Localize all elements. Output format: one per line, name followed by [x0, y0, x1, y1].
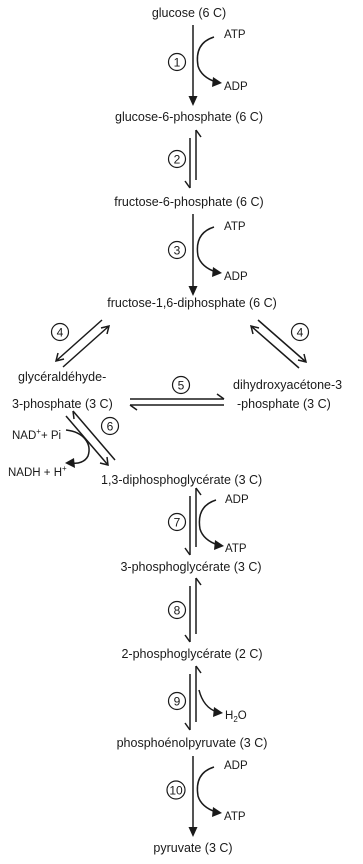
step-2-number: 2	[174, 152, 181, 166]
barb-step-7-down	[184, 547, 191, 556]
arrowhead-step-1	[188, 96, 198, 106]
step-2-circle	[167, 149, 187, 169]
cofactor-adp-step-10: ADP	[224, 760, 248, 772]
step-3-circle	[167, 240, 187, 260]
barb-step-9-down	[184, 722, 191, 731]
label-pyruvate: pyruvate (3 C)	[153, 841, 232, 855]
cofactor-arrowhead-step-3	[212, 267, 222, 277]
label-dihydroxyacetone-line1: dihydroxyacétone-3	[233, 378, 342, 392]
arrowhead-step-3	[188, 286, 198, 296]
cofactor-nad: NAD++ Pi	[12, 427, 61, 442]
arrow-step-4-left-up	[62, 325, 110, 368]
arrow-step-4-right-up	[250, 325, 300, 369]
step-4-right-circle	[290, 322, 310, 342]
step-4-right-number: 4	[297, 325, 304, 339]
label-fructose-6-phosphate: fructose-6-phosphate (6 C)	[114, 195, 263, 209]
step-6-circle	[100, 416, 120, 436]
cofactor-arrowhead-step-9	[213, 707, 223, 717]
barb-step-5-left	[129, 404, 138, 411]
step-7-circle	[167, 512, 187, 532]
cofactor-adp-step-7: ADP	[225, 494, 249, 506]
cofactor-curve-step-1	[196, 36, 217, 83]
barb-step-8-up	[195, 577, 202, 586]
barb-step-4-left-down	[54, 352, 65, 363]
barb-step-2-up	[195, 129, 202, 138]
cofactor-atp-step-10: ATP	[224, 811, 246, 823]
step-8-circle	[167, 600, 187, 620]
cofactor-curve-step-6	[65, 429, 90, 464]
step-5-circle	[171, 375, 191, 395]
label-glyceraldehyde-line2: 3-phosphate (3 C)	[12, 397, 113, 411]
step-5-number: 5	[178, 378, 185, 392]
arrow-step-6-up	[72, 410, 116, 461]
step-1-circle	[167, 52, 187, 72]
label-dihydroxyacetone-line2: -phosphate (3 C)	[237, 397, 331, 411]
cofactor-curve-step-7	[198, 499, 219, 546]
cofactor-arrowhead-step-1	[212, 77, 222, 87]
cofactor-arrowhead-step-6	[65, 458, 75, 468]
step-9-circle	[167, 691, 187, 711]
cofactor-water: H2O	[225, 710, 247, 724]
step-10-number: 10	[169, 783, 183, 797]
step-1-number: 1	[174, 55, 181, 69]
barb-step-4-right-down	[297, 353, 308, 364]
label-glucose-6-phosphate: glucose-6-phosphate (6 C)	[115, 110, 263, 124]
arrow-step-4-left-down	[55, 319, 103, 362]
step-7-number: 7	[174, 515, 181, 529]
label-2-phosphoglycerate: 2-phosphoglycérate (2 C)	[121, 647, 262, 661]
cofactor-curve-step-3	[196, 226, 217, 273]
label-glucose: glucose (6 C)	[152, 6, 226, 20]
barb-step-7-up	[195, 487, 202, 496]
step-4-left-circle	[50, 322, 70, 342]
barb-step-4-left-up	[100, 324, 111, 335]
label-1-3-diphosphoglycerate: 1,3-diphosphoglycérate (3 C)	[101, 473, 262, 487]
cofactor-nadh: NADH + H+	[8, 464, 67, 479]
barb-step-9-up	[195, 665, 202, 674]
barb-step-8-down	[184, 634, 191, 643]
cofactor-atp-step-7: ATP	[225, 543, 247, 555]
step-6-number: 6	[107, 419, 114, 433]
arrowhead-step-10	[188, 827, 198, 837]
arrow-step-4-right-down	[257, 319, 307, 363]
barb-step-6-up	[72, 410, 75, 420]
step-3-number: 3	[174, 243, 181, 257]
label-phosphoenolpyruvate: phosphoénolpyruvate (3 C)	[117, 736, 268, 750]
cofactor-adp-step-3: ADP	[224, 271, 248, 283]
cofactor-atp-step-1: ATP	[224, 29, 246, 41]
step-8-number: 8	[174, 603, 181, 617]
label-3-phosphoglycerate: 3-phosphoglycérate (3 C)	[120, 560, 261, 574]
barb-step-2-down	[184, 180, 191, 189]
cofactor-curve-step-10	[196, 766, 217, 813]
label-fructose-1-6-diphosphate: fructose-1,6-diphosphate (6 C)	[107, 296, 277, 310]
step-4-left-number: 4	[57, 325, 64, 339]
cofactor-atp-step-3: ATP	[224, 221, 246, 233]
barb-step-5-right	[216, 393, 225, 400]
cofactor-arrowhead-step-10	[212, 807, 222, 817]
barb-step-6-down	[99, 456, 109, 466]
label-glyceraldehyde-line1: glycéraldéhyde-	[18, 370, 106, 384]
cofactor-arrowhead-step-7	[214, 540, 224, 550]
step-10-circle	[166, 780, 186, 800]
barb-step-4-right-up	[249, 324, 260, 335]
cofactor-adp-step-1: ADP	[224, 81, 248, 93]
step-9-number: 9	[174, 694, 181, 708]
